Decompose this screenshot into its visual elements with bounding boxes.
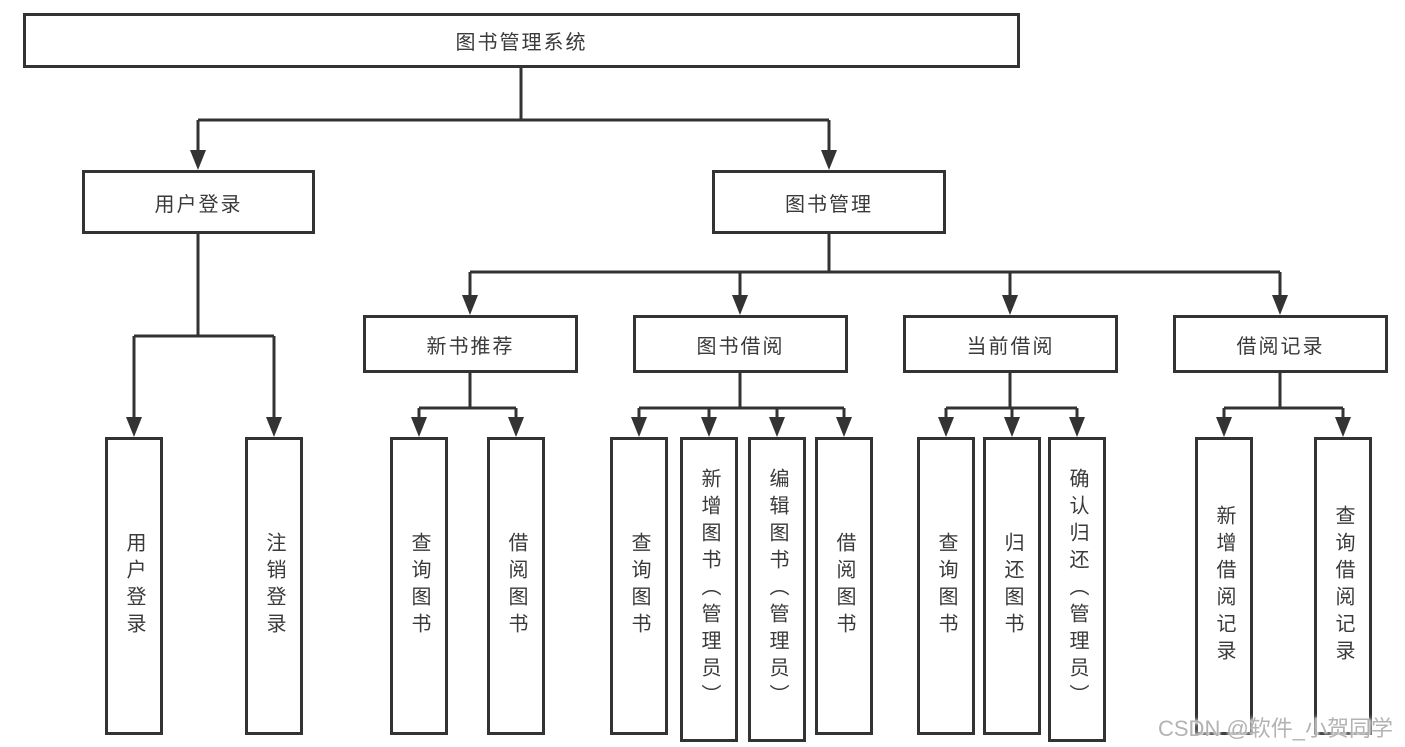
leaf-return-book-label: 归还图书 xyxy=(1001,532,1023,640)
leaf-query-book-2-label: 查询图书 xyxy=(628,532,650,640)
connector-current-borrow-children xyxy=(938,373,1085,437)
connector-borrow-record-children xyxy=(1216,373,1351,437)
connector-book-management-children xyxy=(462,234,1288,315)
arrow-down-icon xyxy=(732,295,748,315)
arrow-down-icon xyxy=(938,417,954,437)
leaf-user-login: 用户登录 xyxy=(105,437,163,735)
leaf-logout: 注销登录 xyxy=(245,437,303,735)
leaf-query-book-3-label: 查询图书 xyxy=(935,532,957,640)
connector-user-login-children xyxy=(126,234,282,437)
connector-root-to-level2 xyxy=(190,68,837,170)
connector-book-borrow-children xyxy=(631,373,852,437)
leaf-confirm-return-admin-label: 确认归还（管理员） xyxy=(1066,468,1088,711)
leaf-query-book-1: 查询图书 xyxy=(390,437,448,735)
node-borrow-record-label: 借阅记录 xyxy=(1236,335,1325,358)
arrow-down-icon xyxy=(462,295,478,315)
arrow-down-icon xyxy=(266,417,282,437)
node-user-login: 用户登录 xyxy=(82,170,315,234)
leaf-borrow-book-1: 借阅图书 xyxy=(487,437,545,735)
arrow-down-icon xyxy=(821,150,837,170)
leaf-confirm-return-admin: 确认归还（管理员） xyxy=(1048,437,1106,742)
arrow-down-icon xyxy=(836,417,852,437)
leaf-add-borrow-record-label: 新增借阅记录 xyxy=(1213,505,1235,667)
arrow-down-icon xyxy=(631,417,647,437)
leaf-borrow-book-1-label: 借阅图书 xyxy=(505,532,527,640)
leaf-add-borrow-record: 新增借阅记录 xyxy=(1195,437,1253,735)
node-book-borrow-label: 图书借阅 xyxy=(696,335,785,358)
connector-new-book-recommend-children xyxy=(411,373,524,437)
arrow-down-icon xyxy=(190,150,206,170)
leaf-query-book-1-label: 查询图书 xyxy=(408,532,430,640)
node-book-borrow: 图书借阅 xyxy=(633,315,848,373)
arrow-down-icon xyxy=(126,417,142,437)
node-current-borrow-label: 当前借阅 xyxy=(966,335,1055,358)
arrow-down-icon xyxy=(701,417,717,437)
arrow-down-icon xyxy=(1272,295,1288,315)
leaf-query-borrow-record-label: 查询借阅记录 xyxy=(1332,505,1354,667)
arrow-down-icon xyxy=(1004,417,1020,437)
leaf-logout-label: 注销登录 xyxy=(263,532,285,640)
node-root-label: 图书管理系统 xyxy=(455,32,588,54)
leaf-add-book-admin-label: 新增图书（管理员） xyxy=(698,468,720,711)
leaf-borrow-book-2-label: 借阅图书 xyxy=(833,532,855,640)
arrow-down-icon xyxy=(1069,417,1085,437)
csdn-watermark: CSDN @软件_小贺同学 xyxy=(1158,716,1394,741)
node-book-management-label: 图书管理 xyxy=(785,193,873,216)
node-current-borrow: 当前借阅 xyxy=(903,315,1118,373)
leaf-return-book: 归还图书 xyxy=(983,437,1041,735)
leaf-query-borrow-record: 查询借阅记录 xyxy=(1314,437,1372,735)
node-user-login-label: 用户登录 xyxy=(154,193,243,216)
node-book-management: 图书管理 xyxy=(712,170,946,234)
arrow-down-icon xyxy=(411,417,427,437)
leaf-borrow-book-2: 借阅图书 xyxy=(815,437,873,735)
node-new-book-recommend-label: 新书推荐 xyxy=(426,335,515,358)
arrow-down-icon xyxy=(1002,295,1018,315)
leaf-edit-book-admin: 编辑图书（管理员） xyxy=(748,437,806,742)
leaf-query-book-3: 查询图书 xyxy=(917,437,975,735)
arrow-down-icon xyxy=(769,417,785,437)
leaf-add-book-admin: 新增图书（管理员） xyxy=(680,437,738,742)
node-new-book-recommend: 新书推荐 xyxy=(363,315,578,373)
leaf-edit-book-admin-label: 编辑图书（管理员） xyxy=(766,468,788,711)
node-borrow-record: 借阅记录 xyxy=(1173,315,1388,373)
arrow-down-icon xyxy=(1335,417,1351,437)
leaf-query-book-2: 查询图书 xyxy=(610,437,668,735)
arrow-down-icon xyxy=(1216,417,1232,437)
arrow-down-icon xyxy=(508,417,524,437)
leaf-user-login-label: 用户登录 xyxy=(123,532,145,640)
node-root: 图书管理系统 xyxy=(23,13,1020,68)
